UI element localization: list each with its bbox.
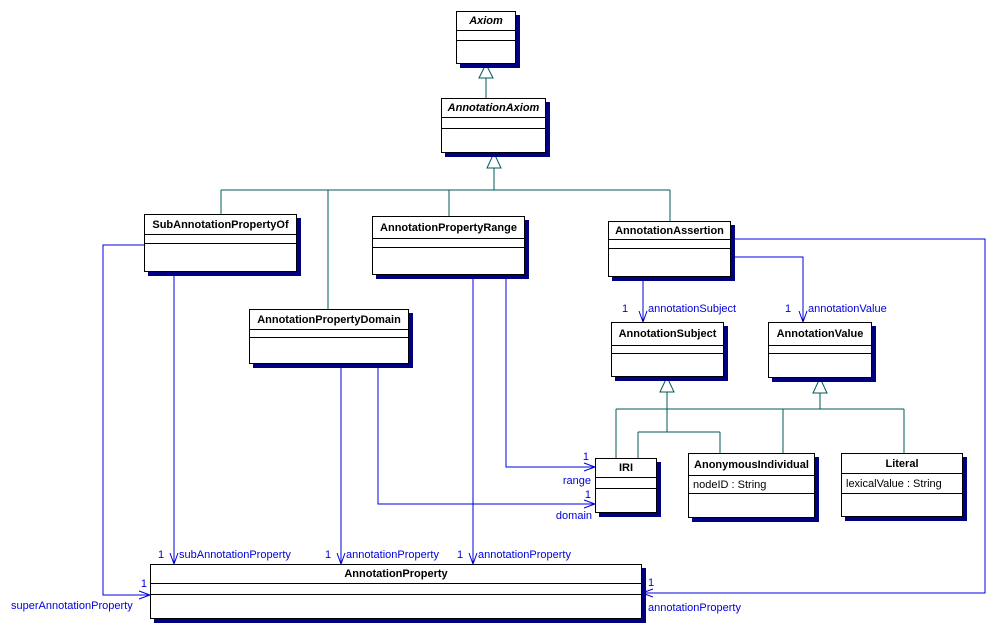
class-attributes: [442, 118, 545, 129]
class-iri: IRI: [595, 458, 657, 513]
class-title: AnnotationValue: [769, 323, 871, 346]
class-title: IRI: [596, 459, 656, 478]
class-title: AnnotationPropertyRange: [373, 217, 524, 239]
class-annotation-property-domain: AnnotationPropertyDomain: [249, 309, 409, 364]
class-attributes: [612, 346, 723, 354]
multiplicity-annotationproperty-range: 1: [457, 549, 464, 561]
label-annotationproperty-assertion: annotationProperty: [648, 602, 741, 614]
class-attributes: [609, 240, 730, 249]
generalization-tree-annotationaxiom: [220, 151, 671, 309]
class-attribute-nodeid: nodeID : String: [689, 476, 814, 494]
class-operations: [442, 129, 545, 152]
class-axiom: Axiom: [456, 11, 516, 64]
generalization-tree-annotationsubject: [637, 375, 721, 458]
association-range: [505, 275, 597, 472]
class-title: SubAnnotationPropertyOf: [145, 215, 296, 235]
class-title: Axiom: [457, 12, 515, 31]
class-operations: [596, 489, 656, 512]
class-annotation-axiom: AnnotationAxiom: [441, 98, 546, 153]
class-title: AnnotationPropertyDomain: [250, 310, 408, 330]
class-attributes: [145, 235, 296, 244]
class-operations: [373, 248, 524, 274]
association-annotationproperty-domain: [336, 364, 346, 566]
class-literal: Literal lexicalValue : String: [841, 453, 963, 517]
class-operations: [612, 354, 723, 376]
class-title: AnnotationAxiom: [442, 99, 545, 118]
class-attributes: [151, 584, 641, 595]
class-title: AnonymousIndividual: [689, 454, 814, 476]
class-operations: [250, 338, 408, 363]
multiplicity-annotationproperty-domain: 1: [325, 549, 332, 561]
generalization-arrowhead-icon: [812, 376, 828, 394]
generalization-annotationaxiom-axiom: [478, 62, 494, 98]
generalization-arrowhead-icon: [486, 151, 502, 169]
multiplicity-annotationsubject: 1: [622, 303, 629, 315]
class-title: Literal: [842, 454, 962, 474]
class-attributes: [250, 330, 408, 338]
association-annotationproperty-range: [468, 275, 478, 566]
class-operations: [689, 494, 814, 517]
multiplicity-superannotationproperty: 1: [140, 578, 147, 590]
label-annotationproperty-domain: annotationProperty: [346, 549, 439, 561]
class-anonymous-individual: AnonymousIndividual nodeID : String: [688, 453, 815, 518]
class-operations: [457, 41, 515, 63]
generalization-tree-annotationvalue: [615, 376, 905, 458]
label-annotationvalue: annotationValue: [808, 303, 887, 315]
class-attributes: [769, 346, 871, 354]
multiplicity-domain: 1: [584, 489, 591, 501]
class-operations: [151, 595, 641, 618]
label-annotationproperty-range: annotationProperty: [478, 549, 571, 561]
class-attributes: [457, 31, 515, 41]
label-domain: domain: [555, 510, 592, 522]
association-annotationvalue: [731, 256, 808, 324]
generalization-arrowhead-icon: [478, 62, 494, 79]
label-superannotationproperty: superAnnotationProperty: [11, 600, 133, 612]
class-operations: [145, 244, 296, 271]
label-annotationsubject: annotationSubject: [648, 303, 737, 315]
label-subannotationproperty: subAnnotationProperty: [179, 549, 291, 561]
association-annotationproperty-assertion: [640, 238, 986, 598]
multiplicity-annotationvalue: 1: [785, 303, 792, 315]
multiplicity-annotationproperty-assertion: 1: [648, 577, 655, 589]
class-title: AnnotationAssertion: [609, 222, 730, 240]
class-operations: [769, 354, 871, 377]
class-annotation-property-range: AnnotationPropertyRange: [372, 216, 525, 275]
label-range: range: [562, 475, 591, 487]
class-operations: [842, 494, 962, 516]
association-annotationsubject: [638, 277, 648, 324]
class-title: AnnotationSubject: [612, 323, 723, 346]
class-annotation-assertion: AnnotationAssertion: [608, 221, 731, 277]
class-annotation-value: AnnotationValue: [768, 322, 872, 378]
multiplicity-range: 1: [582, 451, 589, 463]
class-title: AnnotationProperty: [151, 565, 641, 584]
class-sub-annotation-property-of: SubAnnotationPropertyOf: [144, 214, 297, 272]
association-superannotationproperty: [102, 244, 152, 600]
class-attribute-lexicalvalue: lexicalValue : String: [842, 474, 962, 494]
class-annotation-property: AnnotationProperty: [150, 564, 642, 619]
multiplicity-subannotationproperty: 1: [158, 549, 165, 561]
generalization-arrowhead-icon: [659, 375, 675, 393]
class-operations: [609, 249, 730, 276]
class-annotation-subject: AnnotationSubject: [611, 322, 724, 377]
association-subannotationproperty: [169, 272, 179, 566]
class-attributes: [373, 239, 524, 248]
class-attributes: [596, 478, 656, 489]
open-arrowhead-left-icon: [640, 588, 654, 598]
